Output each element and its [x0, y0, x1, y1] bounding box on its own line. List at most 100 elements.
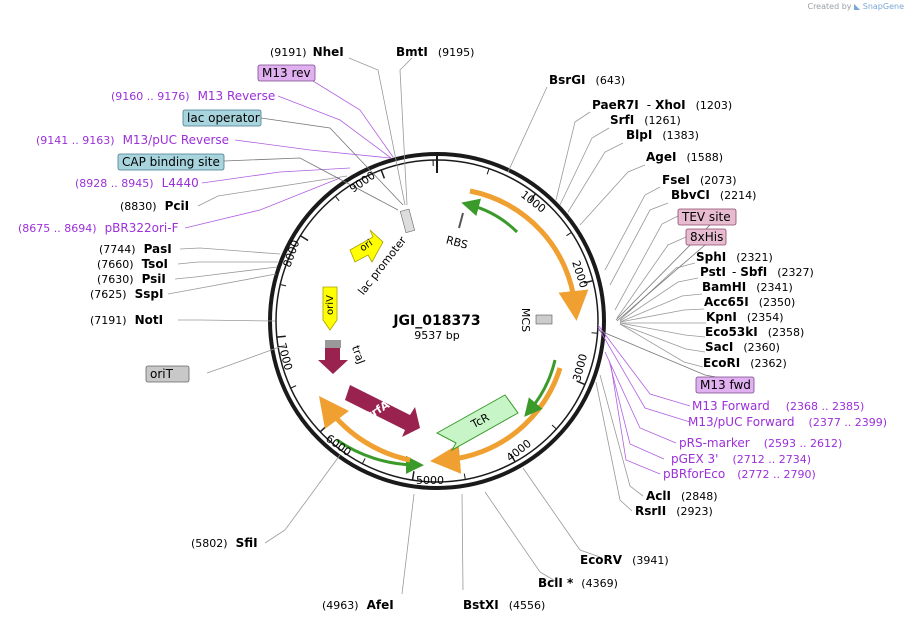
primer-l4440[interactable]: (8928 .. 8945)L4440	[75, 176, 199, 190]
site-bsrgi[interactable]: BsrGI(643)	[549, 73, 625, 87]
site-acli[interactable]: AclI(2848)	[646, 489, 718, 503]
site-tsoi[interactable]: (7660)TsoI	[97, 257, 168, 271]
site-pcii[interactable]: (8830)PciI	[120, 199, 189, 213]
site-nhei[interactable]: (9191)NheI	[270, 45, 344, 59]
primer-prs-marker[interactable]: pRS-marker(2593 .. 2612)	[679, 436, 842, 450]
oriv-feature-arrow	[322, 286, 338, 331]
box-m13-fwd[interactable]: M13 fwd	[700, 378, 751, 392]
site-srfi[interactable]: SrfI(1261)	[610, 113, 681, 127]
box-8xhis-bg	[685, 228, 727, 246]
site-bcli[interactable]: BclI *(4369)	[538, 576, 618, 590]
credit-brand: SnapGene	[862, 2, 904, 11]
ring-tick-major	[300, 235, 309, 242]
ring-tick-minor	[334, 195, 340, 202]
feature-label-mcs: MCS	[519, 308, 532, 332]
site-psii[interactable]: (7630)PsiI	[97, 272, 166, 286]
ring-tick-minor	[280, 284, 287, 287]
site-fsei[interactable]: FseI(2073)	[662, 173, 737, 187]
box-8xhis[interactable]: 8xHis	[690, 230, 723, 244]
site-paer7i-xhoi[interactable]: PaeR7I-XhoI(1203)	[592, 98, 732, 112]
site-blpi[interactable]: BlpI(1383)	[626, 128, 699, 142]
site-bstxi[interactable]: BstXI(4556)	[463, 598, 545, 612]
site-pasi[interactable]: (7744)PasI	[99, 242, 172, 256]
snapgene-logo-icon: ◣	[854, 2, 861, 11]
plasmid-name: JGI_018373	[392, 313, 480, 329]
ori-feature-arrow	[349, 229, 384, 263]
traj-feature-arrow	[318, 345, 348, 374]
primer-m13-puc-reverse[interactable]: (9141 .. 9163)M13/pUC Reverse	[36, 133, 229, 147]
site-rsrii[interactable]: RsrII(2923)	[635, 504, 713, 518]
box-m13-rev-bg	[257, 64, 316, 82]
boxed-labels: M13 rev lac operator CAP binding site TE…	[117, 64, 755, 394]
site-bmti[interactable]: BmtI(9195)	[396, 45, 474, 59]
plasmid-length: 9537 bp	[414, 329, 459, 342]
ring-tick-minor	[290, 385, 297, 389]
site-psti-sbfi[interactable]: PstI-SbfI(2327)	[700, 265, 814, 279]
site-kpni[interactable]: KpnI(2354)	[706, 310, 783, 324]
site-agei[interactable]: AgeI(1588)	[646, 150, 723, 164]
site-saci[interactable]: SacI(2360)	[705, 340, 780, 354]
ring-tick-major	[411, 471, 415, 481]
ring-tick-minor	[486, 168, 490, 175]
ring-tick-minor	[361, 458, 366, 464]
ring-tick-minor	[566, 232, 572, 237]
site-afei[interactable]: (4963)AfeI	[322, 598, 394, 612]
ring-tick-label-8000: 8000	[281, 238, 303, 269]
snapgene-credit: Created by ◣ SnapGene	[807, 2, 904, 11]
trfa-feature-arrow	[345, 385, 420, 437]
site-bbvci[interactable]: BbvCI(2214)	[671, 188, 756, 202]
orit-marker	[325, 340, 341, 348]
primer-pbr322ori-f[interactable]: (8675 .. 8694)pBR322ori-F	[18, 221, 179, 235]
feature-label-rbs: RBS	[445, 233, 470, 251]
primer-m13-reverse[interactable]: (9160 .. 9176)M13 Reverse	[111, 89, 275, 103]
box-lac-operator[interactable]: lac operator	[187, 111, 260, 125]
box-cap-binding-site-bg	[117, 153, 225, 171]
feature-label-traj: traJ	[349, 344, 368, 366]
feature-arrow-orange-3	[318, 396, 411, 463]
ring-tick-minor	[463, 473, 466, 480]
ring-tick-major	[510, 453, 516, 463]
box-tev-site-bg	[677, 208, 737, 226]
site-ecorv[interactable]: EcoRV(3941)	[580, 553, 669, 567]
ring-ticks	[276, 160, 598, 481]
ring-tick-major	[529, 193, 537, 202]
ring-tick-major	[576, 380, 586, 386]
box-lac-operator-bg	[182, 109, 262, 127]
primer-leader-lines	[184, 80, 691, 475]
box-cap-binding-site[interactable]: CAP binding site	[122, 155, 220, 169]
lac-promoter-marker	[399, 208, 416, 234]
rbs-marker	[458, 212, 464, 229]
ring-tick-major	[276, 335, 286, 338]
site-acc65i[interactable]: Acc65I(2350)	[704, 295, 795, 309]
feature-arrow-orange-1	[469, 188, 589, 321]
box-m13-fwd-bg	[695, 376, 755, 394]
feature-arrow-green-3	[336, 438, 424, 474]
site-ecori[interactable]: EcoRI(2362)	[703, 356, 787, 370]
leader-lines	[167, 57, 706, 595]
ring-tick-major	[583, 279, 594, 284]
ring-tick-minor	[551, 424, 557, 430]
primer-m13-forward[interactable]: M13 Forward(2368 .. 2385)	[692, 399, 864, 413]
box-m13-rev[interactable]: M13 rev	[262, 66, 311, 80]
site-sspi[interactable]: (7625)SspI	[90, 287, 163, 301]
primer-pbrforeco[interactable]: pBRforEco(2772 .. 2790)	[663, 467, 816, 481]
credit-prefix: Created by	[807, 2, 852, 11]
feature-arrow-green-2	[524, 359, 557, 417]
site-eco53ki[interactable]: Eco53kI(2358)	[705, 325, 804, 339]
site-sfii[interactable]: (5802)SfiI	[191, 536, 258, 550]
ring-tick-major	[319, 425, 328, 433]
site-sphi[interactable]: SphI(2321)	[696, 250, 773, 264]
primer-m13-puc-forward[interactable]: M13/pUC Forward(2377 .. 2399)	[688, 415, 887, 429]
site-bamhi[interactable]: BamHI(2341)	[702, 280, 793, 294]
primer-labels: (9160 .. 9176)M13 Reverse (9141 .. 9163)…	[18, 89, 887, 481]
feature-label-oriv: oriV	[325, 295, 336, 315]
mcs-marker	[535, 314, 553, 325]
tcr-feature-arrow	[435, 394, 519, 452]
site-noti[interactable]: (7191)NotI	[90, 313, 163, 327]
restriction-sites: (9191)NheI BmtI(9195) BsrGI(643) PaeR7I-…	[90, 45, 814, 612]
box-orit[interactable]: oriT	[150, 367, 174, 381]
primer-pgex3[interactable]: pGEX 3'(2712 .. 2734)	[671, 452, 811, 466]
ring-tick-label-5000: 5000	[416, 474, 444, 487]
box-tev-site[interactable]: TEV site	[681, 210, 731, 224]
